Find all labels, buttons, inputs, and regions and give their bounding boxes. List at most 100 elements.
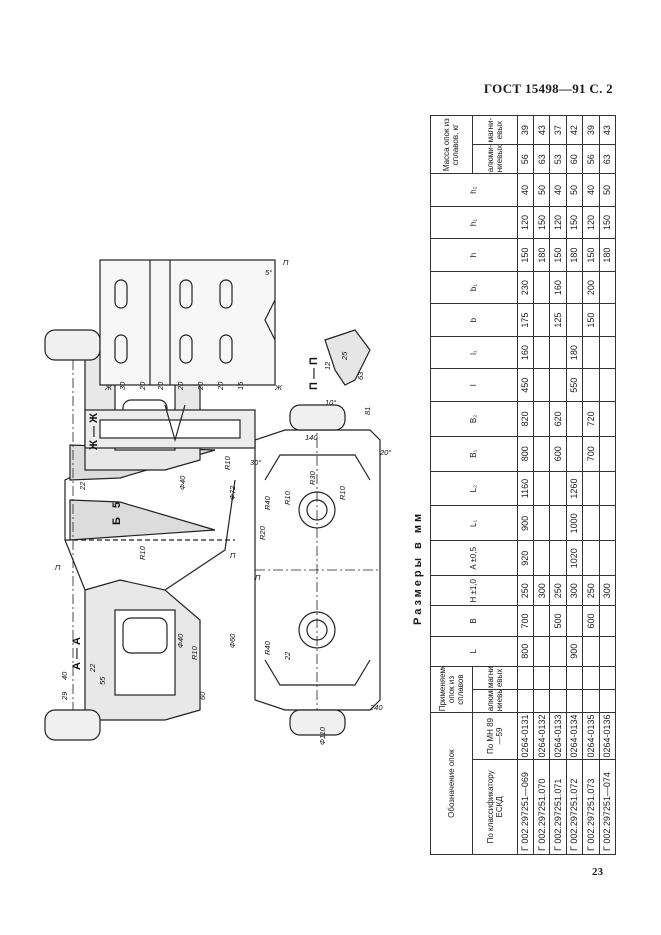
cell-m1: 56 [582, 144, 600, 174]
svg-text:20: 20 [156, 381, 165, 391]
cell-l [599, 368, 616, 402]
section-zhzh-drawing [84, 404, 256, 449]
cell-L2 [549, 471, 567, 506]
cell-A [533, 540, 550, 576]
cell-a [517, 689, 534, 713]
th-h2: h₂ [430, 173, 518, 207]
cell-l: 450 [517, 368, 534, 402]
svg-text:Ж: Ж [104, 383, 113, 392]
cell-H: 300 [566, 575, 583, 606]
cell-B2: 720 [582, 401, 600, 437]
svg-text:R10: R10 [283, 490, 292, 505]
cell-A [582, 540, 600, 576]
cell-b: 150 [582, 303, 600, 337]
th-alum: алюми-ниевых [472, 689, 518, 713]
svg-text:240: 240 [369, 703, 383, 712]
svg-text:22: 22 [88, 663, 97, 673]
svg-text:R30: R30 [308, 470, 317, 485]
cell-l [549, 368, 567, 402]
cell-A: 920 [517, 540, 534, 576]
cell-m1: 56 [517, 144, 534, 174]
svg-text:29: 29 [60, 691, 69, 701]
cell-L [582, 636, 600, 667]
th-h1: h₁ [430, 206, 518, 239]
th-mass-magn: магни-евых [472, 115, 518, 145]
cell-B2 [566, 401, 583, 437]
cell-m [517, 666, 534, 690]
cell-B1 [566, 436, 583, 472]
cell-b1 [533, 271, 550, 304]
cell-L: 800 [517, 636, 534, 667]
plan-view-drawing [254, 404, 381, 736]
svg-text:81: 81 [363, 407, 372, 415]
svg-text:5°: 5° [265, 268, 272, 277]
cell-h2: 50 [533, 173, 550, 207]
cell-b [566, 303, 583, 337]
th-mass: Масса опок из сплавов, кг [430, 115, 473, 174]
cell-h: 150 [517, 238, 534, 272]
cell-B: 700 [517, 605, 534, 637]
th-b1: b₁ [430, 271, 518, 304]
section-aa-drawing [44, 329, 236, 741]
cell-L2: 1260 [566, 471, 583, 506]
svg-text:22: 22 [78, 481, 87, 491]
th-l: l [430, 368, 518, 402]
cell-m [566, 666, 583, 690]
cell-B1: 600 [549, 436, 567, 472]
cell-b: 175 [517, 303, 534, 337]
cell-m2: 43 [533, 115, 550, 145]
svg-text:22: 22 [283, 651, 292, 661]
svg-text:10°: 10° [325, 398, 336, 407]
th-designation: Обозначение опок [430, 712, 473, 855]
cell-B1 [599, 436, 616, 472]
cell-mn: 0264-0131 [517, 712, 534, 760]
cell-h2: 50 [566, 173, 583, 207]
svg-text:Ф40: Ф40 [178, 475, 187, 490]
svg-text:30: 30 [118, 381, 127, 390]
svg-text:20: 20 [216, 381, 225, 391]
svg-text:Ж: Ж [274, 383, 283, 392]
th-applicability: Применяемость опок из сплавов [430, 666, 473, 713]
th-B: B [430, 605, 518, 637]
cell-b [599, 303, 616, 337]
cell-L: 900 [566, 636, 583, 667]
cell-L1: 1000 [566, 505, 583, 541]
svg-text:20°: 20° [379, 448, 391, 457]
cell-H: 300 [599, 575, 616, 606]
cell-b1 [566, 271, 583, 304]
cell-l [582, 368, 600, 402]
cell-m1: 63 [599, 144, 616, 174]
svg-text:R10: R10 [338, 485, 347, 500]
cell-B2 [533, 401, 550, 437]
cell-a [533, 689, 550, 713]
cell-code: Г 002.297251—074 [599, 759, 616, 855]
cell-h2: 40 [582, 173, 600, 207]
svg-text:П: П [55, 563, 61, 572]
document-header: ГОСТ 15498—91 С. 2 [483, 81, 613, 96]
svg-text:63: 63 [356, 371, 365, 380]
cell-m2: 42 [566, 115, 583, 145]
cell-L1: 900 [517, 505, 534, 541]
cell-H: 250 [549, 575, 567, 606]
cell-h1: 120 [549, 206, 567, 239]
cell-L [599, 636, 616, 667]
cell-B [533, 605, 550, 637]
cell-h1: 150 [533, 206, 550, 239]
cell-A: 1020 [566, 540, 583, 576]
th-b: b [430, 303, 518, 337]
cell-l1 [549, 336, 567, 369]
svg-text:Ф110: Ф110 [318, 726, 327, 745]
cell-h: 180 [599, 238, 616, 272]
cell-H: 300 [533, 575, 550, 606]
cell-h2: 40 [549, 173, 567, 207]
cell-l1 [533, 336, 550, 369]
cell-A [549, 540, 567, 576]
cell-m2: 39 [517, 115, 534, 145]
cell-L2 [582, 471, 600, 506]
cell-l1 [599, 336, 616, 369]
